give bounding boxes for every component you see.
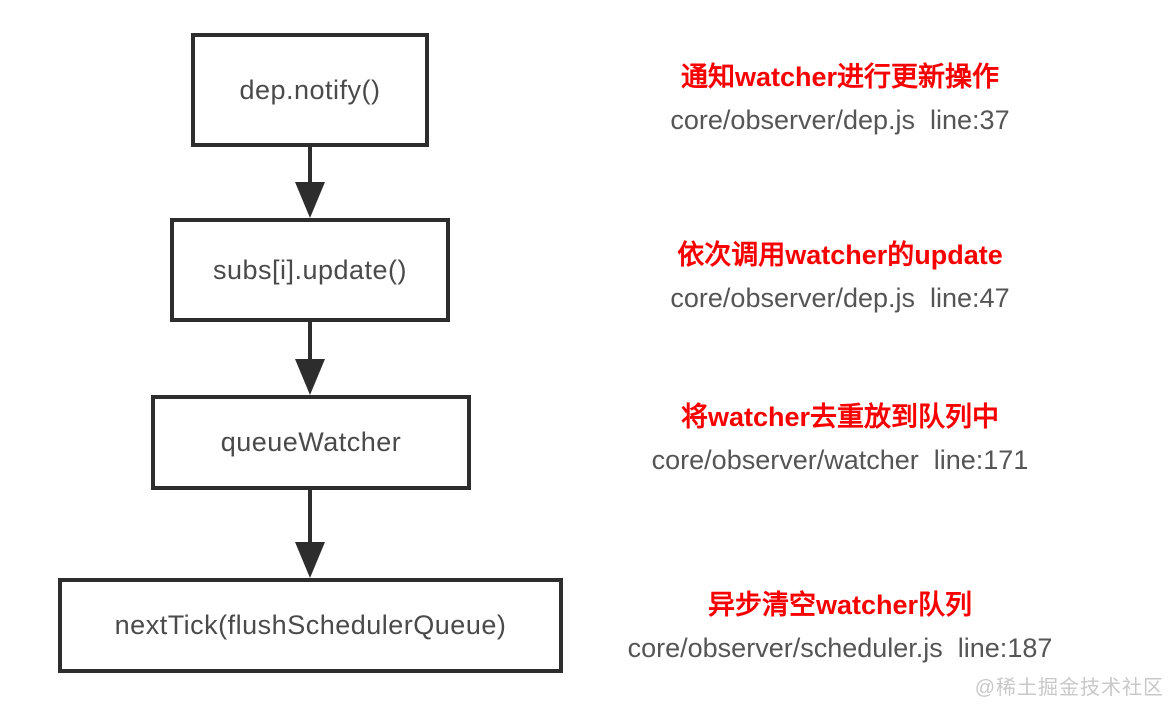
arrow-line xyxy=(308,147,312,182)
arrow-line xyxy=(308,490,312,542)
flow-node-label: nextTick(flushSchedulerQueue) xyxy=(114,610,507,640)
arrow-line xyxy=(308,322,312,359)
annotation-subs-update: 依次调用watcher的update core/observer/dep.js … xyxy=(670,236,1009,316)
flow-arrow-down-icon xyxy=(295,322,325,395)
annotation-note: 通知watcher进行更新操作 xyxy=(680,62,1000,92)
annotation-next-tick: 异步清空watcher队列 core/observer/scheduler.js… xyxy=(628,586,1053,666)
annotation-note: 将watcher去重放到队列中 xyxy=(680,402,1000,432)
annotation-note: 异步清空watcher队列 xyxy=(707,590,973,620)
annotation-dep-notify: 通知watcher进行更新操作 core/observer/dep.js lin… xyxy=(670,58,1009,138)
flow-node-label: subs[i].update() xyxy=(212,254,408,285)
arrow-head-icon xyxy=(295,359,325,395)
arrow-head-icon xyxy=(295,542,325,578)
flow-node-label: queueWatcher xyxy=(220,427,402,457)
annotation-source-path: core/observer/dep.js line:37 xyxy=(670,105,1010,135)
flow-node-label: dep.notify() xyxy=(239,74,381,105)
arrow-head-icon xyxy=(295,182,325,218)
flow-node-next-tick: nextTick(flushSchedulerQueue) xyxy=(58,578,563,673)
annotation-source-path: core/observer/dep.js line:47 xyxy=(670,283,1010,313)
annotation-source-path: core/observer/scheduler.js line:187 xyxy=(627,633,1053,663)
watermark: @稀土掘金技术社区 xyxy=(974,677,1164,699)
flow-arrow-down-icon xyxy=(295,490,325,578)
annotation-queue-watcher: 将watcher去重放到队列中 core/observer/watcher li… xyxy=(652,398,1029,478)
annotation-note: 依次调用watcher的update xyxy=(677,240,1003,270)
flow-node-queue-watcher: queueWatcher xyxy=(151,395,471,490)
flow-node-dep-notify: dep.notify() xyxy=(191,33,429,147)
flow-arrow-down-icon xyxy=(295,147,325,218)
annotation-source-path: core/observer/watcher line:171 xyxy=(651,445,1029,475)
flow-node-subs-update: subs[i].update() xyxy=(170,218,450,322)
